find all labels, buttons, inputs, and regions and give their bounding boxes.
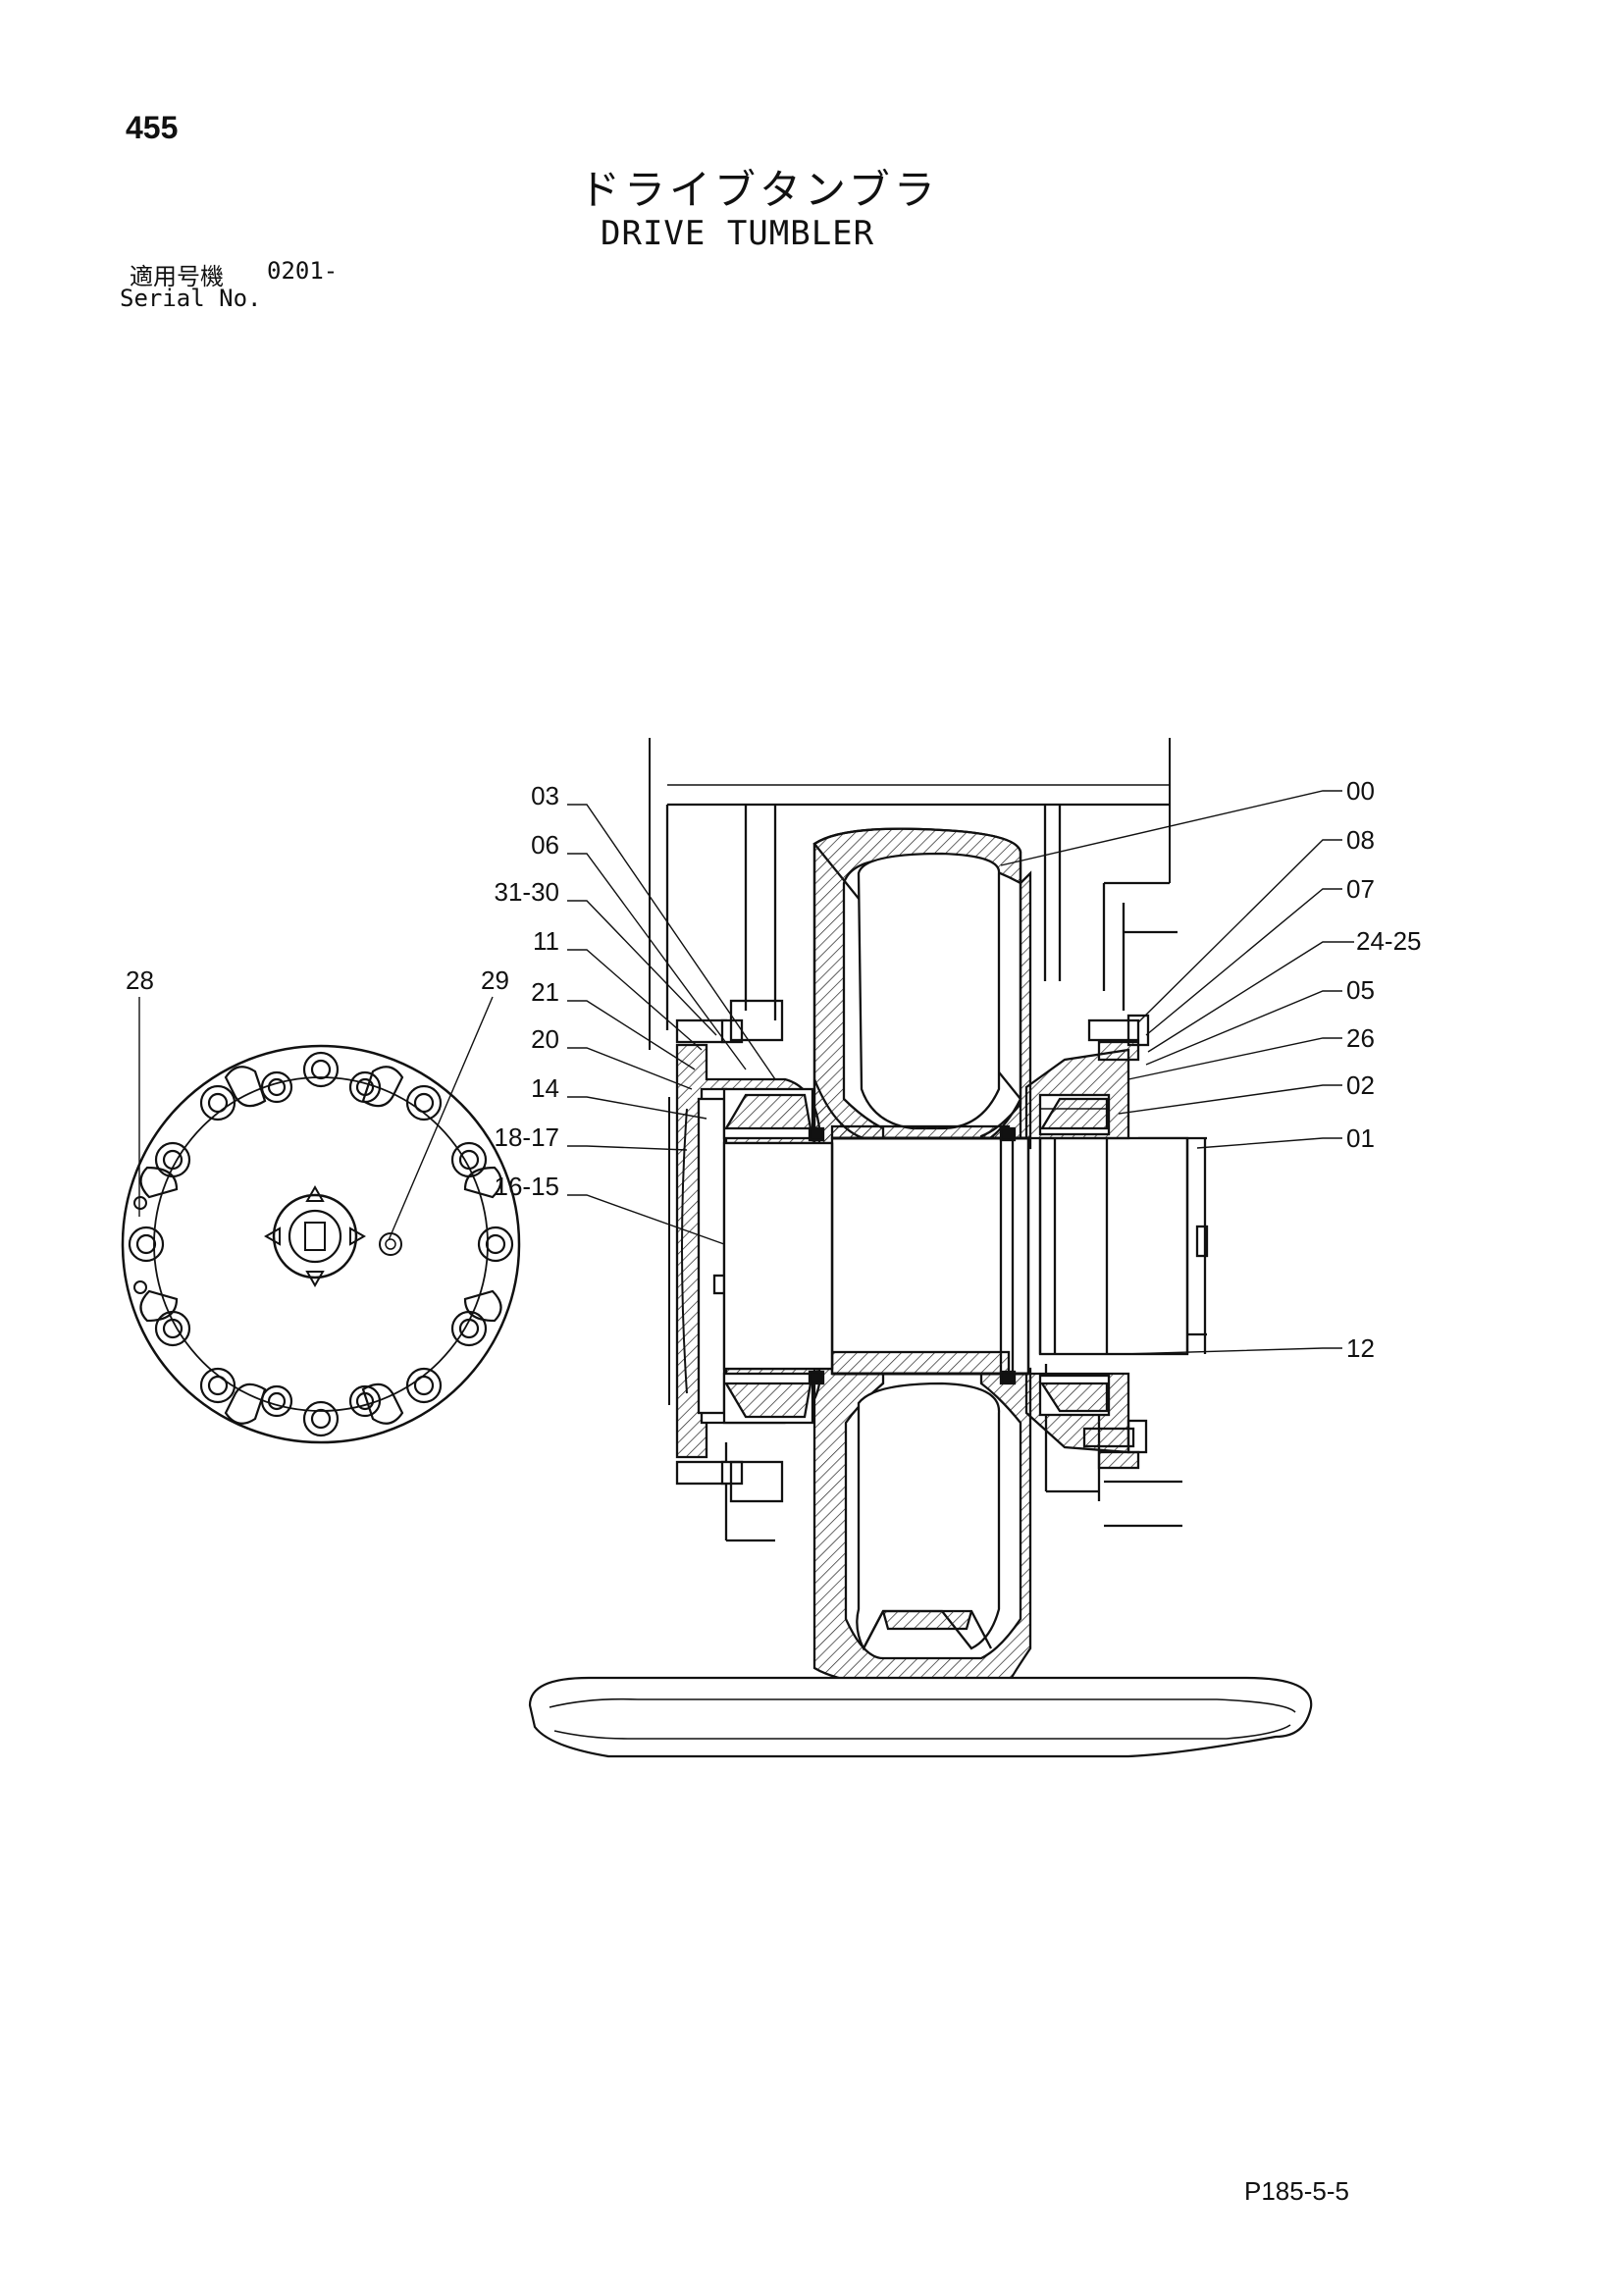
hub-slots (139, 1066, 502, 1425)
end-view (121, 1044, 521, 1444)
callout-14: 14 (531, 1073, 559, 1103)
callout-08: 08 (1346, 825, 1375, 855)
callout-24-25: 24-25 (1356, 926, 1422, 956)
page-number: 455 (126, 110, 179, 145)
callout-29: 29 (481, 965, 509, 995)
callout-18-17: 18-17 (495, 1122, 560, 1152)
serial-label-english: Serial No. (120, 285, 262, 312)
page-title-japanese: ドライブタンブラ (579, 166, 939, 214)
callout-16-15: 16-15 (495, 1172, 560, 1201)
callout-06: 06 (531, 830, 559, 860)
callout-00: 00 (1346, 776, 1375, 806)
leader-lines (138, 790, 1354, 1355)
callout-21: 21 (531, 977, 559, 1007)
callout-20: 20 (531, 1024, 559, 1054)
callout-12: 12 (1346, 1333, 1375, 1363)
callout-labels: 00 08 07 24-25 05 26 02 01 12 03 06 31-3… (126, 776, 1422, 1363)
page-title-english: DRIVE TUMBLER (601, 214, 875, 253)
callout-07: 07 (1346, 874, 1375, 904)
callout-26: 26 (1346, 1023, 1375, 1053)
callout-05: 05 (1346, 975, 1375, 1005)
callout-31-30: 31-30 (495, 877, 560, 907)
serial-label-japanese: 適用号機 (130, 263, 224, 290)
hub-bolts (128, 1051, 514, 1437)
section-view (528, 738, 1313, 1758)
callout-02: 02 (1346, 1070, 1375, 1100)
callout-01: 01 (1346, 1123, 1375, 1153)
callout-28: 28 (126, 965, 154, 995)
callout-03: 03 (531, 781, 559, 810)
serial-range: 0201- (267, 257, 339, 285)
drawing-code: P185-5-5 (1244, 2176, 1349, 2206)
callout-11: 11 (533, 926, 559, 956)
